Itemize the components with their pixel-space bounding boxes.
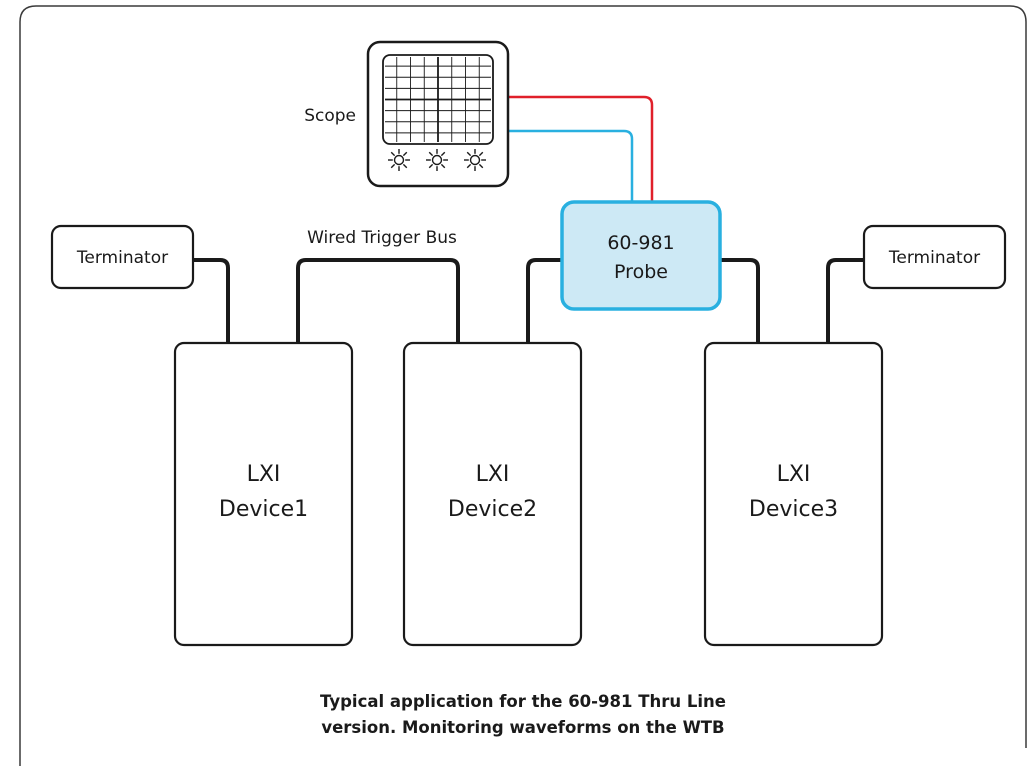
- scope-grid: [385, 57, 491, 142]
- probe-box: [560, 200, 722, 311]
- bus-segment-probe-device3: [718, 258, 760, 345]
- terminator-box: [862, 224, 1007, 290]
- device-box: [402, 341, 583, 647]
- scope: Scope: [304, 40, 510, 188]
- probe-label-line1: 60-981: [607, 232, 674, 254]
- probe-60-981: 60-981 Probe: [560, 200, 722, 311]
- device-box: [703, 341, 884, 647]
- bus-segment-device1-device2: [296, 258, 460, 345]
- bus-segment-terminator-device1: [191, 258, 230, 345]
- scope-cable-blue: [508, 129, 634, 202]
- scope-label: Scope: [304, 106, 356, 126]
- device-label-line1: LXI: [476, 462, 510, 487]
- knob-icon: [426, 149, 448, 171]
- device-label-line2: Device3: [749, 497, 838, 522]
- knob-icon: [464, 149, 486, 171]
- device-label-line1: LXI: [247, 462, 281, 487]
- lxi-device-1: LXI Device1: [173, 341, 354, 647]
- bus-segment-device2-probe: [526, 258, 564, 345]
- device-label-line2: Device2: [448, 497, 537, 522]
- device-box: [173, 341, 354, 647]
- caption-line2: version. Monitoring waveforms on the WTB: [321, 718, 724, 737]
- terminator-label: Terminator: [888, 248, 980, 268]
- probe-label-line2: Probe: [614, 261, 668, 283]
- wired-trigger-bus-label: Wired Trigger Bus: [307, 228, 457, 248]
- scope-cable-red: [508, 95, 654, 202]
- lxi-device-2: LXI Device2: [402, 341, 583, 647]
- bus-segment-device3-terminator: [826, 258, 866, 345]
- device-label-line1: LXI: [777, 462, 811, 487]
- terminator-box: [50, 224, 195, 290]
- terminator-label: Terminator: [76, 248, 168, 268]
- trigger-bus-wiring: [191, 258, 866, 345]
- scope-knobs: [388, 149, 486, 171]
- caption-line1: Typical application for the 60-981 Thru …: [320, 692, 726, 711]
- device-label-line2: Device1: [219, 497, 308, 522]
- terminator-right: Terminator: [862, 224, 1007, 290]
- terminator-left: Terminator: [50, 224, 195, 290]
- knob-icon: [388, 149, 410, 171]
- outer-frame: [19, 5, 1027, 766]
- lxi-device-3: LXI Device3: [703, 341, 884, 647]
